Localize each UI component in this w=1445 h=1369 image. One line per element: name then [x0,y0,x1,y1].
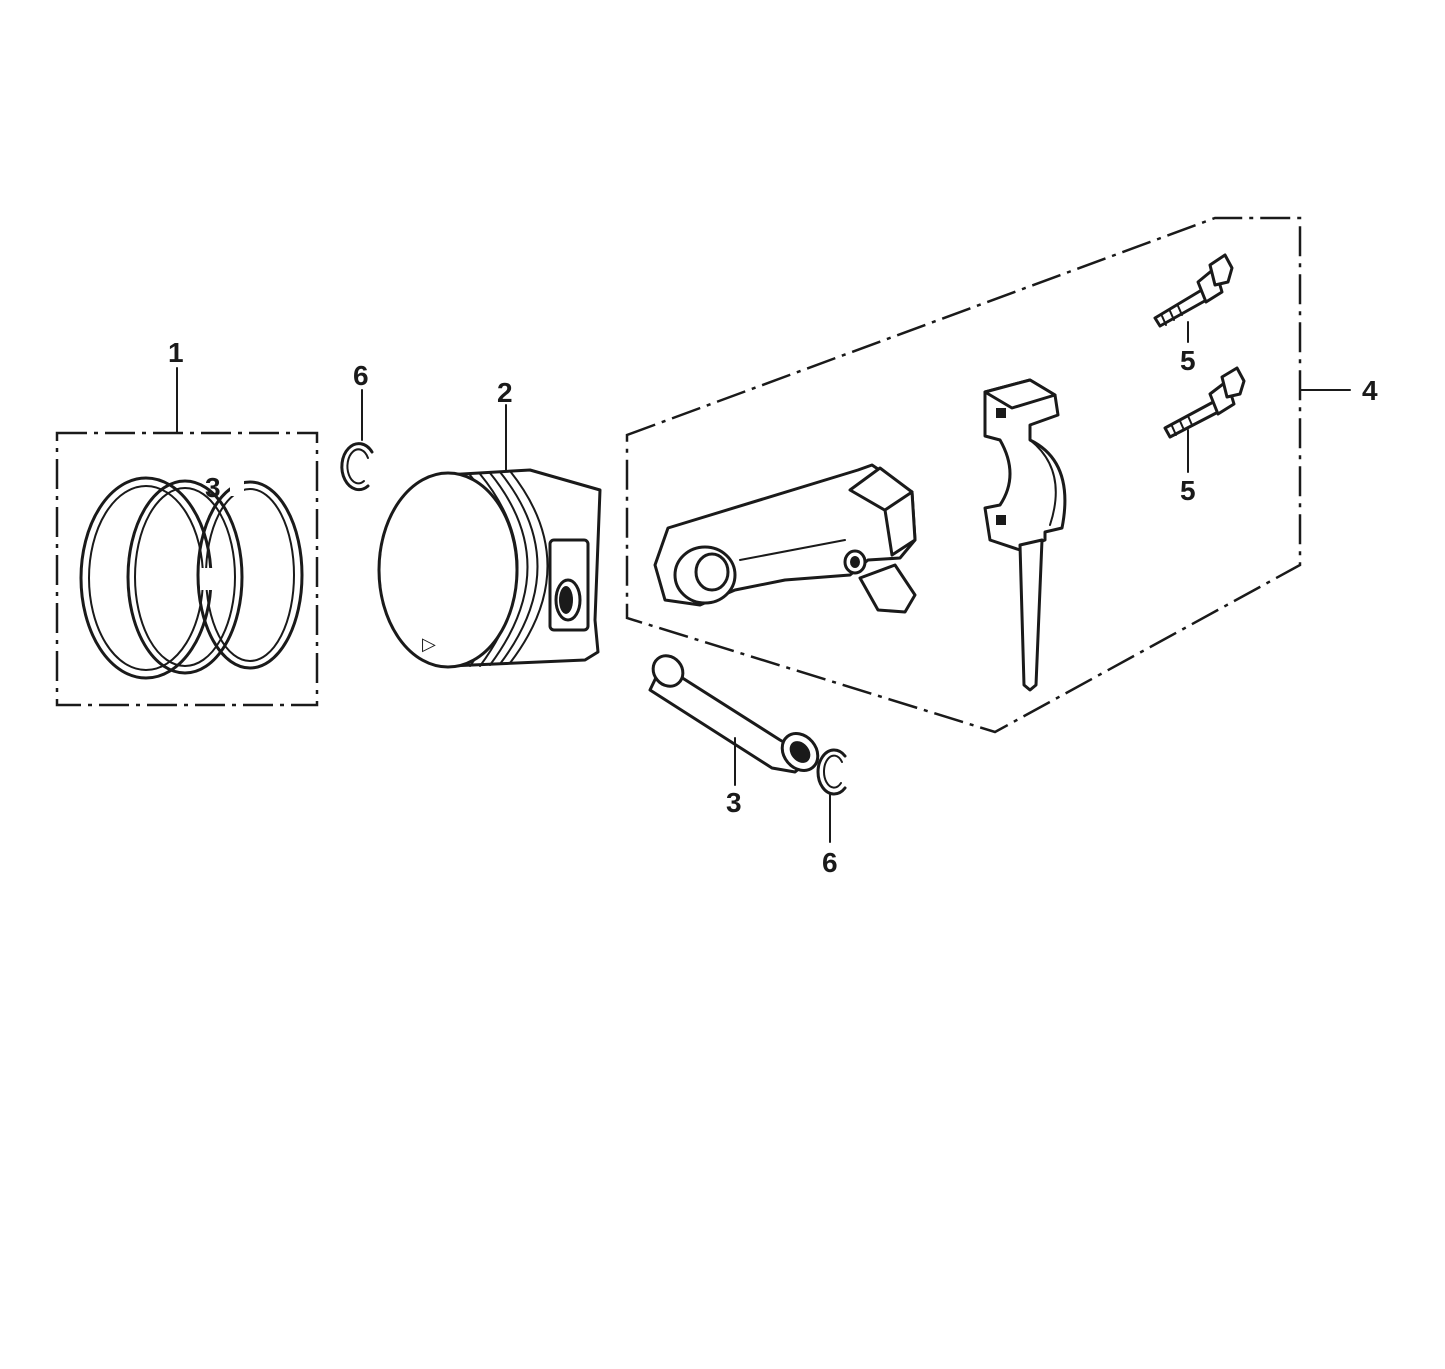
connecting-rod-bolt-boss-top [883,490,917,557]
rod-bolt-upper-head [1208,253,1234,287]
callout-5-lower: 5 [1180,475,1196,506]
callout-3: 3 [726,787,742,818]
connecting-rod-bolt-boss-bottom [858,563,917,614]
pin-clip-right-shape [816,748,847,796]
piston-pin-front-bore [789,741,811,763]
piston-ring-2 [126,479,244,675]
pin-clip-left-inner [346,448,369,485]
piston-ring-groove-5 [509,470,549,664]
rod-bolt-upper-threads [1161,305,1183,326]
pin-clip-left-group [340,442,374,492]
pin-clip-right-group [816,748,847,843]
piston-pin-bore-inner [559,586,573,614]
connecting-rod-small-end-bore [694,552,730,592]
piston-pin-back-end [651,654,685,688]
rod-bolt-lower-threads [1171,415,1193,436]
ring-set-dashed-box [55,431,319,707]
pin-clip-left-shape [340,442,374,492]
rod-cap-bolt-hole-bottom [996,515,1006,525]
callout-1: 1 [168,337,184,368]
piston-ring-1-inner [88,485,204,671]
connecting-rod-assembly-dashed-outline [625,216,1302,734]
piston-ring-groove-4 [499,471,539,665]
connecting-rod-beam-rib [739,539,846,561]
callout-6-left: 6 [353,360,369,391]
piston-ring-3 [196,480,304,670]
piston-ring-groove-3 [489,472,529,666]
rod-cap-bearing-arc [1029,439,1057,526]
ring-gap-2 [230,478,244,496]
callout-6-right: 6 [822,847,838,878]
piston-ring-2-inner [134,487,236,667]
piston-pin-boss-window [548,538,590,632]
piston-ring-3-inner [205,488,295,662]
rod-cap-bolt-hole-top [996,408,1006,418]
callout-5-upper: 5 [1180,345,1196,376]
ring-mark-glyph: 3 [205,472,221,503]
ring-gap-1 [200,568,216,590]
piston-direction-mark: ▷ [422,634,436,655]
piston-pin-group [648,654,820,786]
piston-ring-set-group: 3 [55,367,319,707]
oil-dipper [1018,538,1044,692]
rod-bolt-lower [1163,366,1246,439]
connecting-rod-oil-hole-inner [850,556,860,568]
rod-cap-top-face [983,378,1057,410]
connecting-rod-assembly-group [625,216,1351,734]
piston-crown [377,471,519,669]
callout-2: 2 [497,377,513,408]
rod-bolt-upper [1153,253,1234,328]
piston-pin-bore [554,578,582,622]
rod-bolt-lower-head [1220,366,1246,399]
piston-group: ▷ [377,404,602,669]
callout-4: 4 [1362,375,1378,406]
pin-clip-right-inner [823,754,843,789]
piston-pin-body [648,663,814,774]
